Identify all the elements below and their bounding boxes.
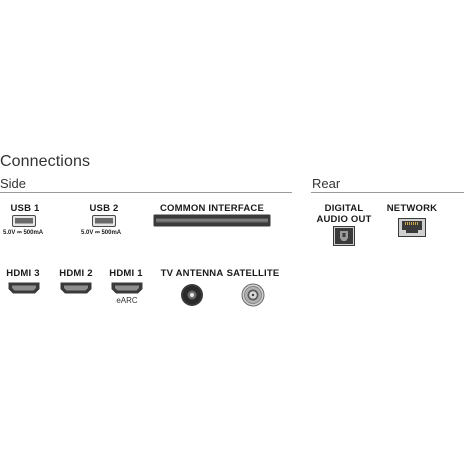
ethernet-port-icon <box>398 218 426 237</box>
rear-divider <box>311 192 464 193</box>
digital-audio-out-label: DIGITAL AUDIO OUT <box>314 203 374 225</box>
page-title: Connections <box>0 153 91 170</box>
hdmi-port-icon <box>111 282 143 294</box>
satellite-port-icon <box>241 283 265 307</box>
hdmi-port-icon <box>60 282 92 294</box>
usb2-spec: 5.0V ⎓ 500mA <box>81 230 122 236</box>
optical-port-icon <box>333 226 355 246</box>
antenna-port-icon <box>180 283 204 307</box>
usb1-spec: 5.0V ⎓ 500mA <box>3 230 44 236</box>
digital-audio-out-label-line1: DIGITAL <box>324 203 364 214</box>
usb-port-icon <box>92 215 116 227</box>
hdmi-port-icon <box>8 282 40 294</box>
tv-antenna-label: TV ANTENNA <box>160 268 224 279</box>
section-side-heading: Side <box>0 176 27 191</box>
digital-audio-out-label-line2: AUDIO OUT <box>316 214 372 225</box>
ci-slot-icon <box>153 214 271 227</box>
usb-port-icon <box>12 215 36 227</box>
hdmi3-label: HDMI 3 <box>6 268 40 279</box>
side-divider <box>0 192 292 193</box>
network-label: NETWORK <box>386 203 438 214</box>
satellite-label: SATELLITE <box>226 268 280 279</box>
section-rear-heading: Rear <box>312 176 341 191</box>
hdmi1-label: HDMI 1 <box>109 268 143 279</box>
usb2-label: USB 2 <box>89 203 119 214</box>
common-interface-label: COMMON INTERFACE <box>160 203 265 214</box>
hdmi2-label: HDMI 2 <box>59 268 93 279</box>
hdmi1-earc-label: eARC <box>116 296 138 305</box>
usb1-label: USB 1 <box>10 203 40 214</box>
